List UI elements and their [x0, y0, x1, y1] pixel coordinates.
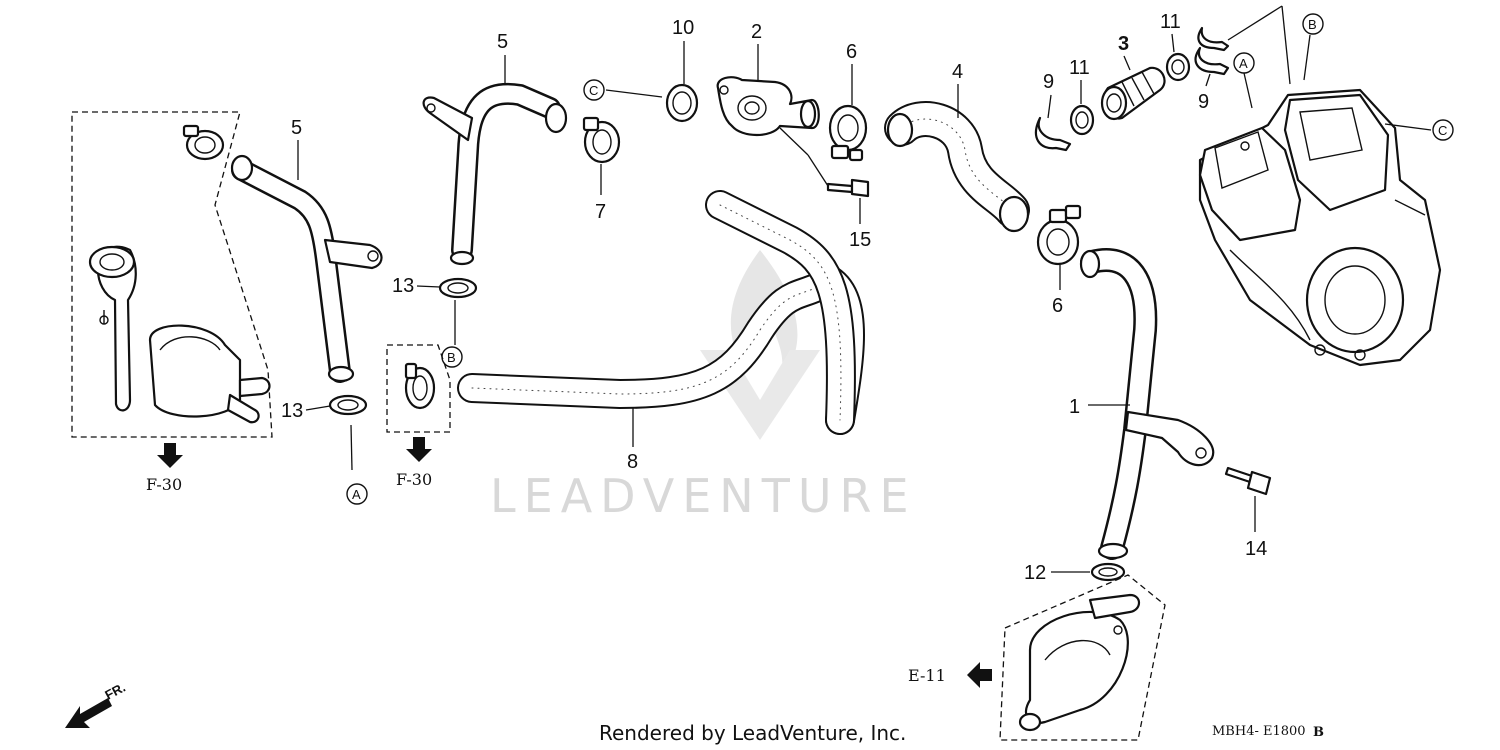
ref-c-engine: C — [1438, 123, 1447, 138]
o-ring-10[interactable] — [665, 83, 699, 123]
ref-c-top-circle — [583, 79, 605, 101]
left-group-outline — [71, 111, 273, 438]
o-ring-11-left[interactable] — [1069, 104, 1095, 136]
f30-left-label: F-30 — [146, 475, 182, 494]
clip-9-right[interactable] — [1194, 26, 1230, 76]
label-14: 14 — [1245, 538, 1267, 560]
diagram-revision: B — [1313, 725, 1324, 740]
ref-b-engine-circle — [1302, 13, 1324, 35]
ref-a-left-circle — [346, 483, 368, 505]
label-5a: 5 — [291, 117, 302, 139]
thermostat-housing-left[interactable] — [88, 245, 271, 424]
label-6b: 6 — [1052, 295, 1063, 317]
f30-mid-arrow[interactable]: F-30 — [396, 437, 432, 489]
ref-b-engine: B — [1308, 17, 1317, 32]
label-9b: 9 — [1198, 91, 1209, 113]
label-3: 3 — [1118, 33, 1129, 55]
label-2: 2 — [751, 21, 762, 43]
label-5b: 5 — [497, 31, 508, 53]
label-10: 10 — [672, 17, 694, 39]
e11-label: E-11 — [908, 666, 946, 685]
ref-c-top: C — [589, 83, 598, 98]
label-11a: 11 — [1069, 57, 1090, 79]
f30-mid-label: F-30 — [396, 470, 432, 489]
ref-c-engine-circle — [1432, 119, 1454, 141]
o-ring-13-middle[interactable] — [438, 277, 478, 299]
water-pipe-5-left[interactable] — [230, 154, 383, 383]
water-pipe-5-middle[interactable] — [422, 82, 568, 266]
water-pump-group[interactable] — [999, 574, 1166, 741]
front-direction-arrow: FR. — [65, 680, 128, 728]
diagram-code: MBH4- E1800 — [1212, 724, 1306, 739]
water-joint-3[interactable] — [1100, 66, 1166, 121]
label-13a: 13 — [392, 275, 414, 297]
label-13b: 13 — [281, 400, 303, 422]
water-hose-4[interactable] — [884, 101, 1030, 233]
water-hose-8[interactable] — [457, 190, 865, 435]
label-9a: 9 — [1043, 71, 1054, 93]
hose-clamp-6-upper[interactable] — [828, 104, 868, 162]
small-clamp-left[interactable] — [182, 124, 225, 161]
ref-b-mid: B — [447, 350, 456, 365]
label-8: 8 — [627, 451, 638, 473]
thermostat-cover-2[interactable] — [716, 76, 820, 137]
ref-b-mid-circle — [441, 346, 463, 368]
engine-assembly[interactable] — [1198, 88, 1442, 367]
rendered-by-text: Rendered by LeadVenture, Inc. — [599, 721, 906, 745]
water-pipe-1[interactable] — [1079, 248, 1215, 560]
label-7: 7 — [595, 201, 606, 223]
label-15: 15 — [849, 229, 871, 251]
label-6a: 6 — [846, 41, 857, 63]
mid-group-outline — [386, 344, 451, 433]
pump-group-outline — [999, 574, 1166, 741]
clip-9-left[interactable] — [1034, 116, 1072, 152]
e11-arrow[interactable]: E-11 — [908, 662, 992, 688]
bolt-14[interactable] — [1224, 466, 1272, 496]
left-assembly-group[interactable] — [71, 111, 273, 438]
label-4: 4 — [952, 61, 963, 83]
o-ring-13-left[interactable] — [328, 394, 368, 416]
label-12: 12 — [1024, 562, 1046, 584]
mid-clamp-group[interactable] — [386, 344, 451, 433]
label-1: 1 — [1069, 396, 1080, 418]
watermark-text: LEADVENTURE — [490, 469, 917, 523]
f30-left-arrow[interactable]: F-30 — [146, 443, 183, 494]
ref-a-engine: A — [1239, 56, 1248, 71]
o-ring-12[interactable] — [1090, 562, 1126, 582]
o-ring-11-right[interactable] — [1165, 52, 1191, 82]
ref-a-left: A — [352, 487, 361, 502]
hose-clamp-7[interactable] — [582, 116, 621, 164]
bolt-15[interactable] — [826, 178, 870, 198]
label-11b: 11 — [1160, 11, 1181, 33]
hose-clamp-6-lower[interactable] — [1036, 204, 1082, 266]
